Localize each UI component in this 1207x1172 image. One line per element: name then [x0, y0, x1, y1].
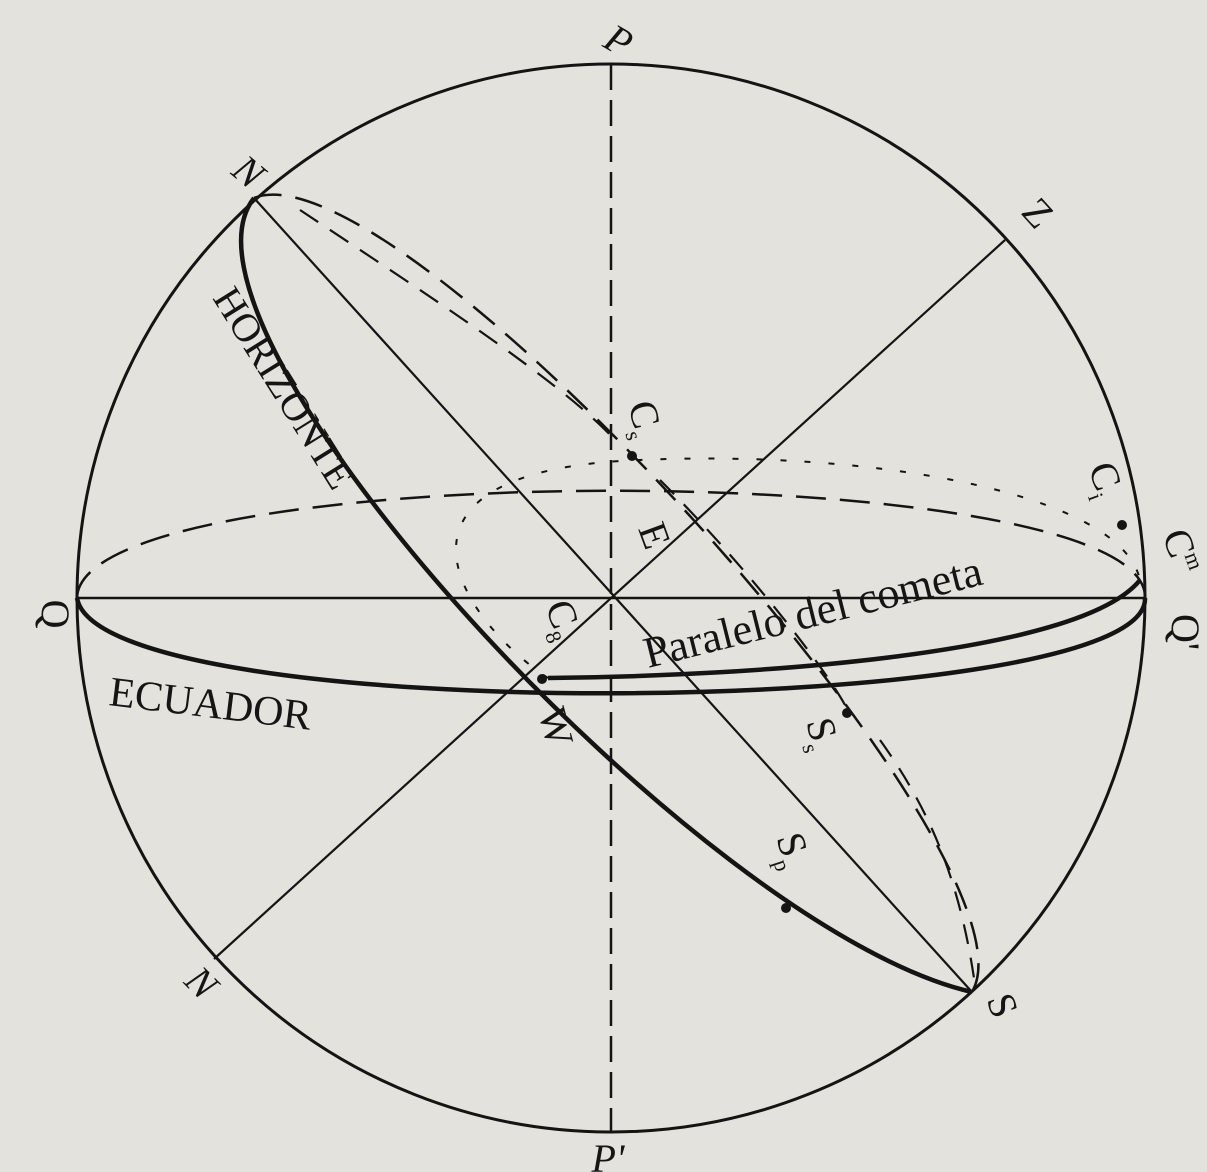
comet-right-label: Ci	[1074, 456, 1133, 504]
comet-upper-point	[627, 451, 637, 461]
comet-path-dashed-upper	[300, 210, 615, 440]
zenith-label: Z	[1013, 189, 1063, 237]
equator-left-label: Q	[33, 600, 78, 629]
equator-right-label: Q'	[1163, 614, 1207, 650]
comet-culmination-label: Cm	[1154, 523, 1207, 580]
comet-lower-label: C8	[531, 594, 592, 647]
sun-s-label: Ss	[792, 713, 849, 756]
pole-north-label: P	[596, 14, 641, 66]
sun-s-point	[842, 708, 852, 718]
sun-p-point	[781, 903, 791, 913]
equator-name-label: ECUADOR	[107, 669, 314, 739]
sun-p-label: Sp	[762, 827, 821, 874]
comet-lower-point	[537, 674, 547, 684]
south-point-label: S	[978, 987, 1028, 1023]
east-label: E	[629, 516, 680, 554]
comet-parallel-label: Paralelo del cometa	[639, 546, 988, 677]
pole-south-label: P'	[591, 1136, 626, 1172]
horizon-name-label: HORIZONTE	[204, 279, 363, 497]
comet-upper-label: Cs	[614, 396, 672, 443]
west-label: W	[529, 702, 582, 750]
comet-right-point	[1117, 520, 1127, 530]
comet-path-dashed-lower	[880, 740, 975, 985]
